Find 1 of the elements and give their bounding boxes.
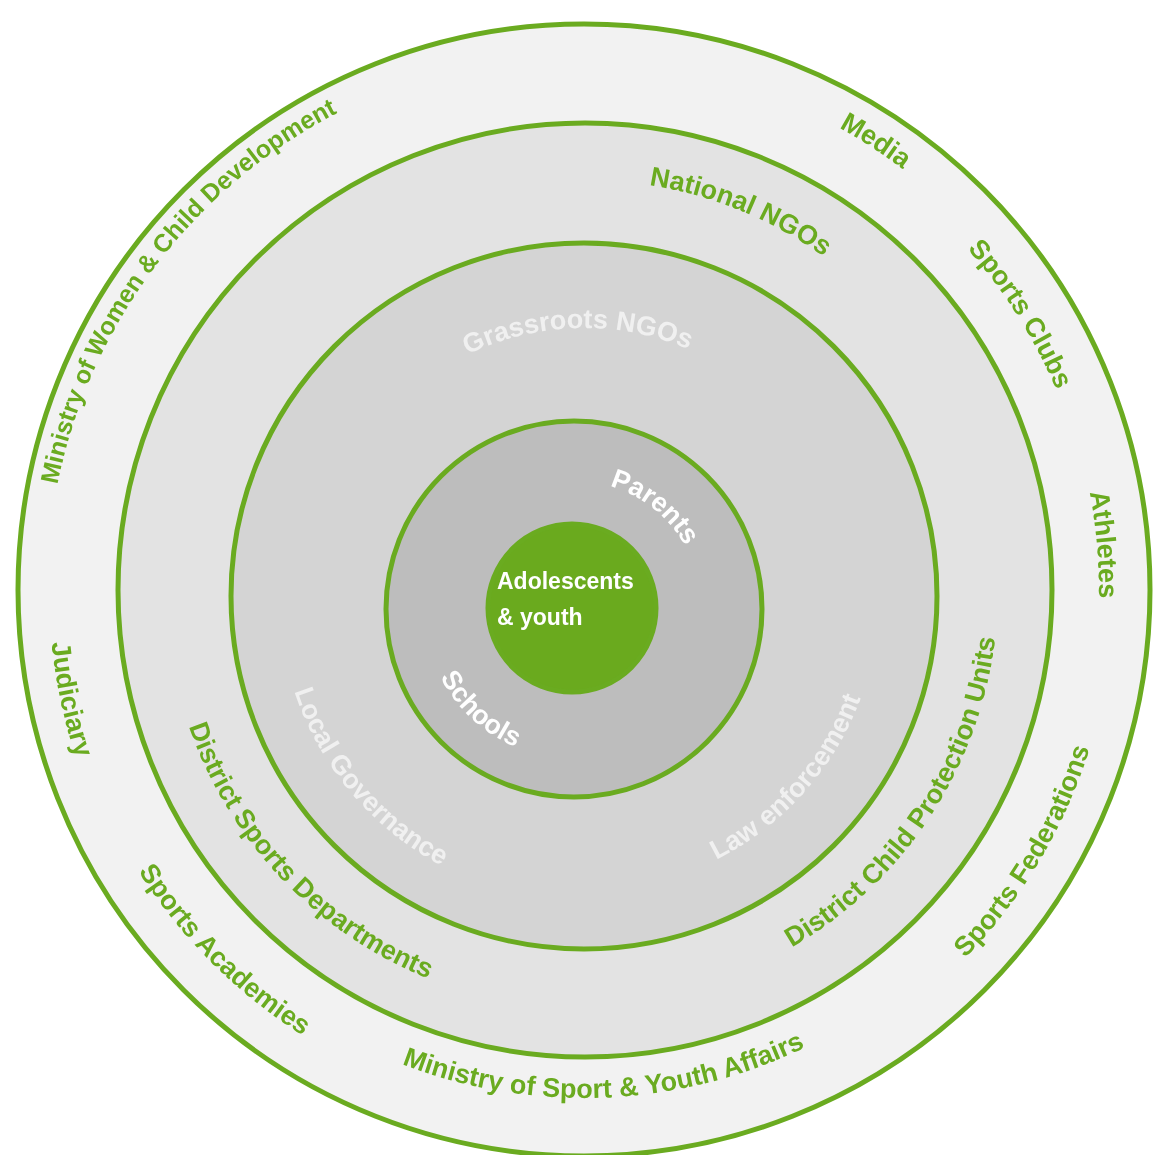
center-label: Adolescents & youth [496,567,635,632]
